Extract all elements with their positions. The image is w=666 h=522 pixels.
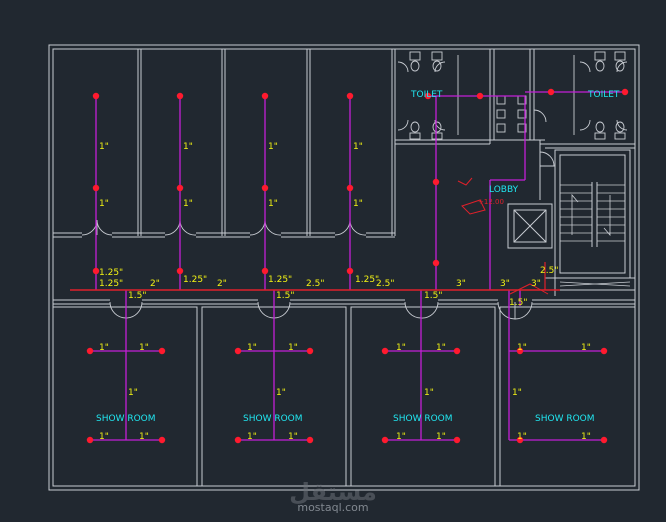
size-label: 1.5"	[128, 291, 146, 301]
pipe-nodes	[86, 88, 629, 444]
size-label: 2"	[150, 279, 160, 289]
size-label: 1"	[288, 343, 298, 353]
watermark: مستقل mostaql.com	[289, 478, 377, 514]
size-label: 1.25"	[183, 275, 207, 285]
size-label: 3"	[531, 279, 541, 289]
toilet-left-label: TOILET	[410, 90, 443, 100]
size-label: 1"	[436, 432, 446, 442]
size-label: 1"	[99, 432, 109, 442]
level-marker-icon	[461, 199, 486, 215]
showroom-4-walls	[499, 306, 636, 487]
flow-mark-icon	[457, 177, 473, 186]
size-label: 1"	[581, 432, 591, 442]
size-label: 1"	[139, 343, 149, 353]
size-label: 1"	[128, 388, 138, 398]
riser-arrow-icon	[509, 283, 549, 295]
size-label: 1"	[268, 142, 278, 152]
size-label: 3"	[456, 279, 466, 289]
size-label: 1.25"	[268, 275, 292, 285]
size-label: 1.5"	[424, 291, 442, 301]
watermark-arabic: مستقل	[289, 478, 377, 506]
size-label: 1"	[268, 199, 278, 209]
size-label: 1"	[517, 432, 527, 442]
showroom-2-label: SHOW ROOM	[243, 414, 303, 424]
size-label: 1"	[353, 199, 363, 209]
size-label: 1"	[183, 199, 193, 209]
pipe-network	[90, 91, 625, 441]
size-label: 1"	[247, 343, 257, 353]
toilet-right-label: TOILET	[587, 90, 620, 100]
showroom-1-label: SHOW ROOM	[96, 414, 156, 424]
walls	[48, 44, 640, 491]
size-label: 1"	[183, 142, 193, 152]
showroom-3-label: SHOW ROOM	[393, 414, 453, 424]
showroom-4-label: SHOW ROOM	[535, 414, 595, 424]
showroom-1-walls	[52, 306, 198, 487]
size-label: 1"	[276, 388, 286, 398]
size-label: 1"	[581, 343, 591, 353]
outer-wall	[48, 44, 640, 491]
size-label: 2.5"	[376, 279, 394, 289]
size-label: 2.5"	[540, 266, 558, 276]
size-label: 1"	[396, 343, 406, 353]
size-label: 1"	[512, 388, 522, 398]
pipe-size-labels: 1" 1" 1.25" 1.25" 1" 1" 1.25" 1" 1" 1.25…	[99, 142, 591, 442]
level-label: +12.00	[478, 198, 504, 206]
size-label: 1"	[436, 343, 446, 353]
size-label: 2"	[217, 279, 227, 289]
size-label: 1"	[424, 388, 434, 398]
size-label: 1.25"	[355, 275, 379, 285]
size-label: 1.5"	[509, 298, 527, 308]
watermark-latin: mostaql.com	[297, 501, 368, 514]
sanitary-fixtures	[409, 51, 626, 140]
size-label: 2.5"	[306, 279, 324, 289]
elevator-shaft	[507, 203, 553, 249]
size-label: 1"	[396, 432, 406, 442]
size-label: 3"	[500, 279, 510, 289]
size-label: 1"	[99, 199, 109, 209]
size-label: 1.25"	[99, 268, 123, 278]
size-label: 1.5"	[276, 291, 294, 301]
size-label: 1"	[247, 432, 257, 442]
size-label: 1"	[99, 142, 109, 152]
lobby-label: LOBBY	[489, 185, 519, 195]
size-label: 1.25"	[99, 279, 123, 289]
showroom-3-walls	[350, 306, 496, 487]
size-label: 1"	[99, 343, 109, 353]
size-label: 1"	[517, 343, 527, 353]
stair-treads	[559, 184, 631, 287]
size-label: 1"	[288, 432, 298, 442]
size-label: 1"	[353, 142, 363, 152]
size-label: 1"	[139, 432, 149, 442]
